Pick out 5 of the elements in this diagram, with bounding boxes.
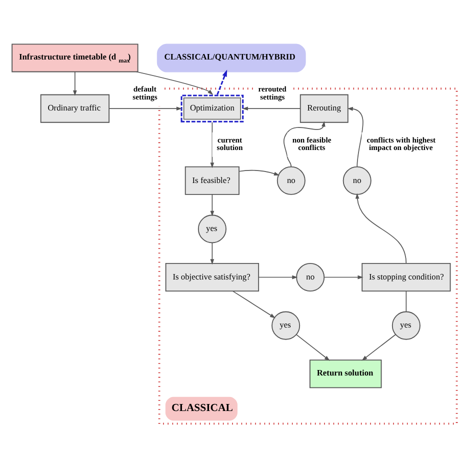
edge-label: non feasible conflicts: [292, 135, 331, 152]
edge-label: current solution: [216, 135, 242, 152]
edge-label: conflicts with highest impact on objective: [366, 135, 436, 152]
edge-label: default settings: [132, 84, 157, 102]
edge-label: rerouted settings: [258, 84, 286, 102]
